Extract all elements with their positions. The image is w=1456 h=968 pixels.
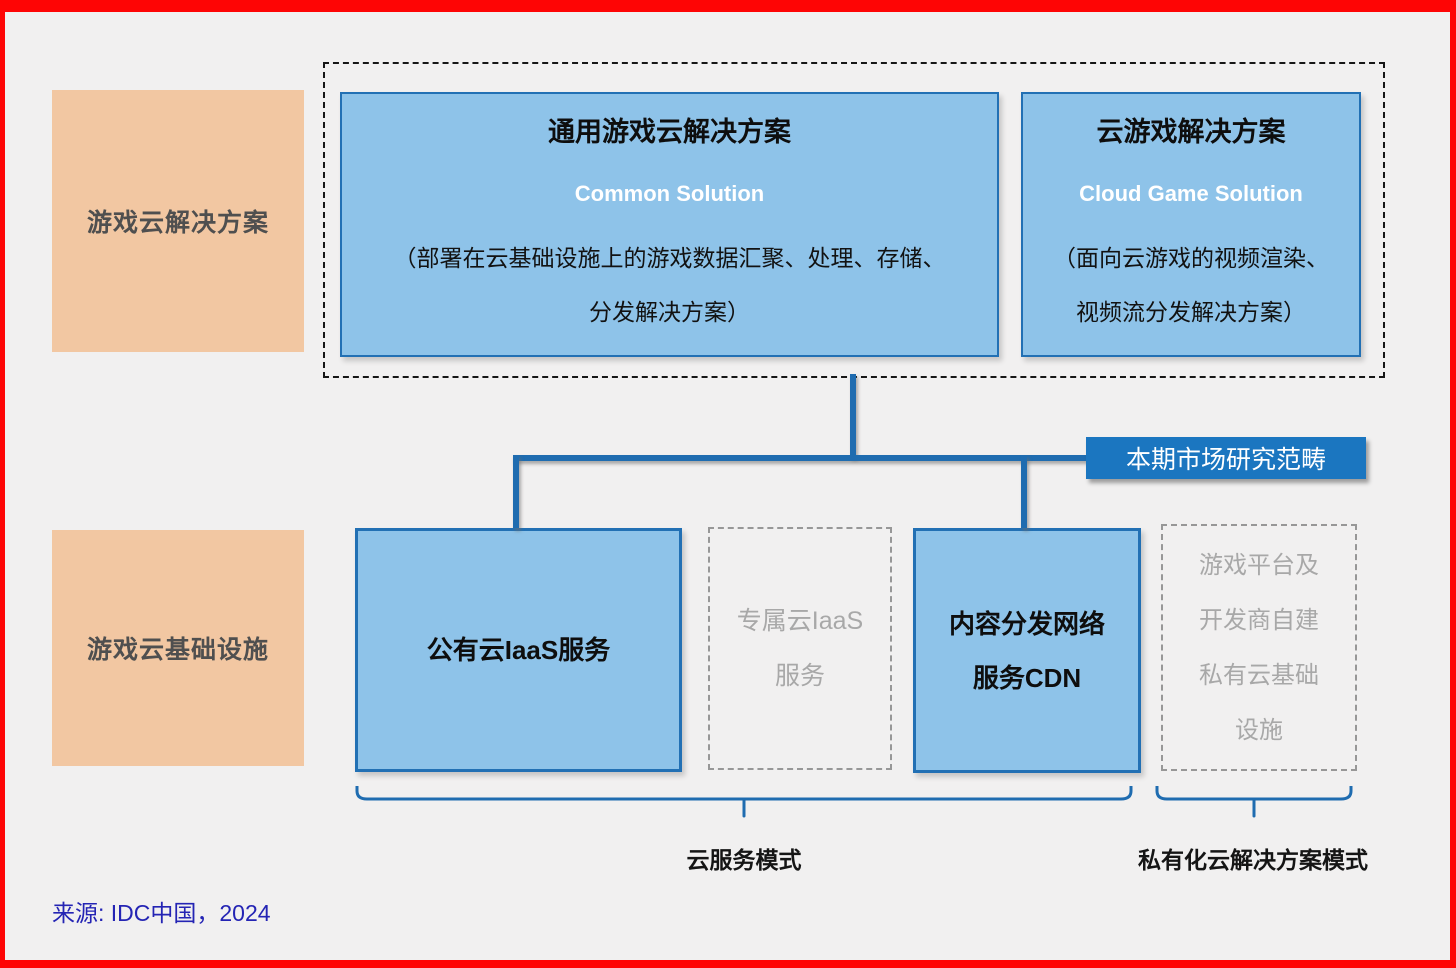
public-cloud-iaas-label: 公有云IaaS服务 [426,635,611,665]
common-solution-description: （部署在云基础设施上的游戏数据汇聚、处理、存储、 分发解决方案） [394,231,946,339]
connector-bus [513,455,1088,461]
cdn-service-line2: 服务CDN [972,662,1082,693]
public-cloud-iaas-box: 公有云IaaS服务 [355,528,682,772]
self-built-private-cloud-line1: 游戏平台及 [1199,551,1319,579]
connector-stem [850,374,856,458]
cdn-service-box: 内容分发网络 服务CDN [913,528,1141,773]
common-solution-box: 通用游戏云解决方案 Common Solution （部署在云基础设施上的游戏数… [340,92,999,357]
connector-drop-left [513,455,519,528]
common-solution-description-line2: 分发解决方案） [589,299,750,325]
cloud-game-solution-description-line2: 视频流分发解决方案） [1076,299,1306,325]
common-solution-subtitle: Common Solution [574,181,765,206]
row-label-game-cloud-infrastructure: 游戏云基础设施 [52,530,304,766]
dedicated-cloud-iaas-line2: 服务 [774,661,825,690]
self-built-private-cloud-line4: 设施 [1235,716,1283,744]
self-built-private-cloud-line2: 开发商自建 [1199,606,1319,634]
dedicated-cloud-iaas-line1: 专属云IaaS [736,606,864,635]
private-cloud-mode-brace [1155,786,1353,818]
private-cloud-mode-label: 私有化云解决方案模式 [1138,847,1368,873]
source-text: 来源: IDC中国，2024 [52,900,271,926]
cdn-service-line1: 内容分发网络 [948,608,1105,639]
self-built-private-cloud-box: 游戏平台及 开发商自建 私有云基础 设施 [1161,524,1357,771]
common-solution-title: 通用游戏云解决方案 [548,117,791,147]
cloud-game-solution-box: 云游戏解决方案 Cloud Game Solution （面向云游戏的视频渲染、… [1021,92,1361,357]
self-built-private-cloud-line3: 私有云基础 [1199,661,1319,689]
dedicated-cloud-iaas-box: 专属云IaaS 服务 [708,527,892,770]
connector-drop-right [1021,455,1027,528]
cloud-game-solution-description-line1: （面向云游戏的视频渲染、 [1053,245,1329,271]
row-label-game-cloud-solutions: 游戏云解决方案 [52,90,304,352]
common-solution-description-line1: （部署在云基础设施上的游戏数据汇聚、处理、存储、 [393,245,946,271]
cloud-service-mode-brace [355,786,1133,818]
cloud-service-mode-label: 云服务模式 [686,847,802,873]
cloud-game-solution-description: （面向云游戏的视频渲染、 视频流分发解决方案） [1053,231,1329,339]
research-scope-tag: 本期市场研究范畴 [1086,437,1366,479]
cloud-game-solution-title: 云游戏解决方案 [1096,117,1286,147]
cloud-game-solution-subtitle: Cloud Game Solution [1079,181,1303,206]
